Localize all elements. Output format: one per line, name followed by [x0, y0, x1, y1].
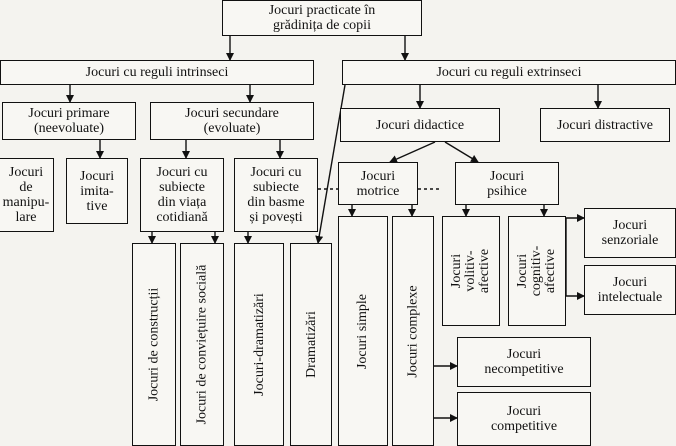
label-simple: Jocuri simple [355, 293, 371, 369]
label-constructii: Jocuri de construcții [146, 287, 162, 402]
node-imitative: Jocuri imita- tive [66, 158, 128, 224]
label-complexe: Jocuri complexe [405, 284, 421, 378]
node-necompetitive: Jocuri necompetitive [457, 337, 591, 387]
label-secundare: Jocuri secundare (evoluate) [185, 106, 279, 136]
label-intrinseci: Jocuri cu reguli intrinseci [85, 65, 229, 80]
node-dramatizari: Dramatizări [290, 243, 332, 446]
node-competitive: Jocuri competitive [457, 392, 591, 446]
label-manipulare: Jocuri de manipu- lare [2, 165, 50, 225]
label-imitative: Jocuri imita- tive [79, 168, 115, 214]
arrow-didactice-psihice [444, 141, 479, 163]
node-motrice: Jocuri motrice [338, 162, 418, 205]
node-jocuri-dramatizari: Jocuri-dramatizări [234, 243, 284, 446]
label-convietuire: Jocuri de conviețuire socială [194, 264, 210, 425]
node-root: Jocuri practicate în grădinița de copii [222, 0, 422, 36]
label-jocuri-dramatizari: Jocuri-dramatizări [251, 293, 267, 396]
node-secundare: Jocuri secundare (evoluate) [150, 102, 314, 140]
node-primare: Jocuri primare (neevoluate) [2, 102, 136, 140]
arrow-didactice-motrice [389, 141, 436, 163]
node-extrinseci: Jocuri cu reguli extrinseci [342, 60, 676, 85]
label-root: Jocuri practicate în grădinița de copii [268, 3, 376, 33]
label-distractive: Jocuri distractive [556, 117, 654, 133]
node-viata: Jocuri cu subiecte din viața cotidiană [140, 158, 224, 232]
node-constructii: Jocuri de construcții [132, 243, 176, 446]
node-psihice: Jocuri psihice [455, 162, 559, 205]
label-necompetitive: Jocuri necompetitive [484, 347, 564, 377]
node-distractive: Jocuri distractive [540, 108, 670, 142]
node-senzoriale: Jocuri senzoriale [584, 208, 676, 258]
label-dramatizari: Dramatizări [303, 311, 319, 378]
label-intelectuale: Jocuri intelectuale [597, 275, 663, 305]
label-volitiv: Jocuri volitiv-afective [449, 248, 492, 294]
node-cognitiv: Jocuri cognitiv-afective [508, 216, 566, 326]
label-senzoriale: Jocuri senzoriale [601, 218, 659, 248]
node-intelectuale: Jocuri intelectuale [584, 265, 676, 315]
label-didactice: Jocuri didactice [375, 117, 465, 133]
label-motrice: Jocuri motrice [356, 168, 400, 199]
node-intrinseci: Jocuri cu reguli intrinseci [0, 60, 314, 85]
node-basme: Jocuri cu subiecte din basme și povești [234, 158, 318, 232]
label-cognitiv: Jocuri cognitiv-afective [515, 245, 558, 297]
label-psihice: Jocuri psihice [487, 168, 527, 199]
node-convietuire: Jocuri de conviețuire socială [180, 243, 224, 446]
node-manipulare: Jocuri de manipu- lare [0, 158, 54, 232]
label-extrinseci: Jocuri cu reguli extrinseci [436, 65, 582, 80]
label-competitive: Jocuri competitive [490, 404, 558, 434]
node-simple: Jocuri simple [338, 216, 388, 446]
label-primare: Jocuri primare (neevoluate) [28, 106, 110, 136]
node-volitiv: Jocuri volitiv-afective [442, 216, 500, 326]
node-didactice: Jocuri didactice [340, 108, 500, 142]
label-viata: Jocuri cu subiecte din viața cotidiană [156, 165, 208, 225]
label-basme: Jocuri cu subiecte din basme și povești [247, 165, 305, 225]
node-complexe: Jocuri complexe [392, 216, 434, 446]
